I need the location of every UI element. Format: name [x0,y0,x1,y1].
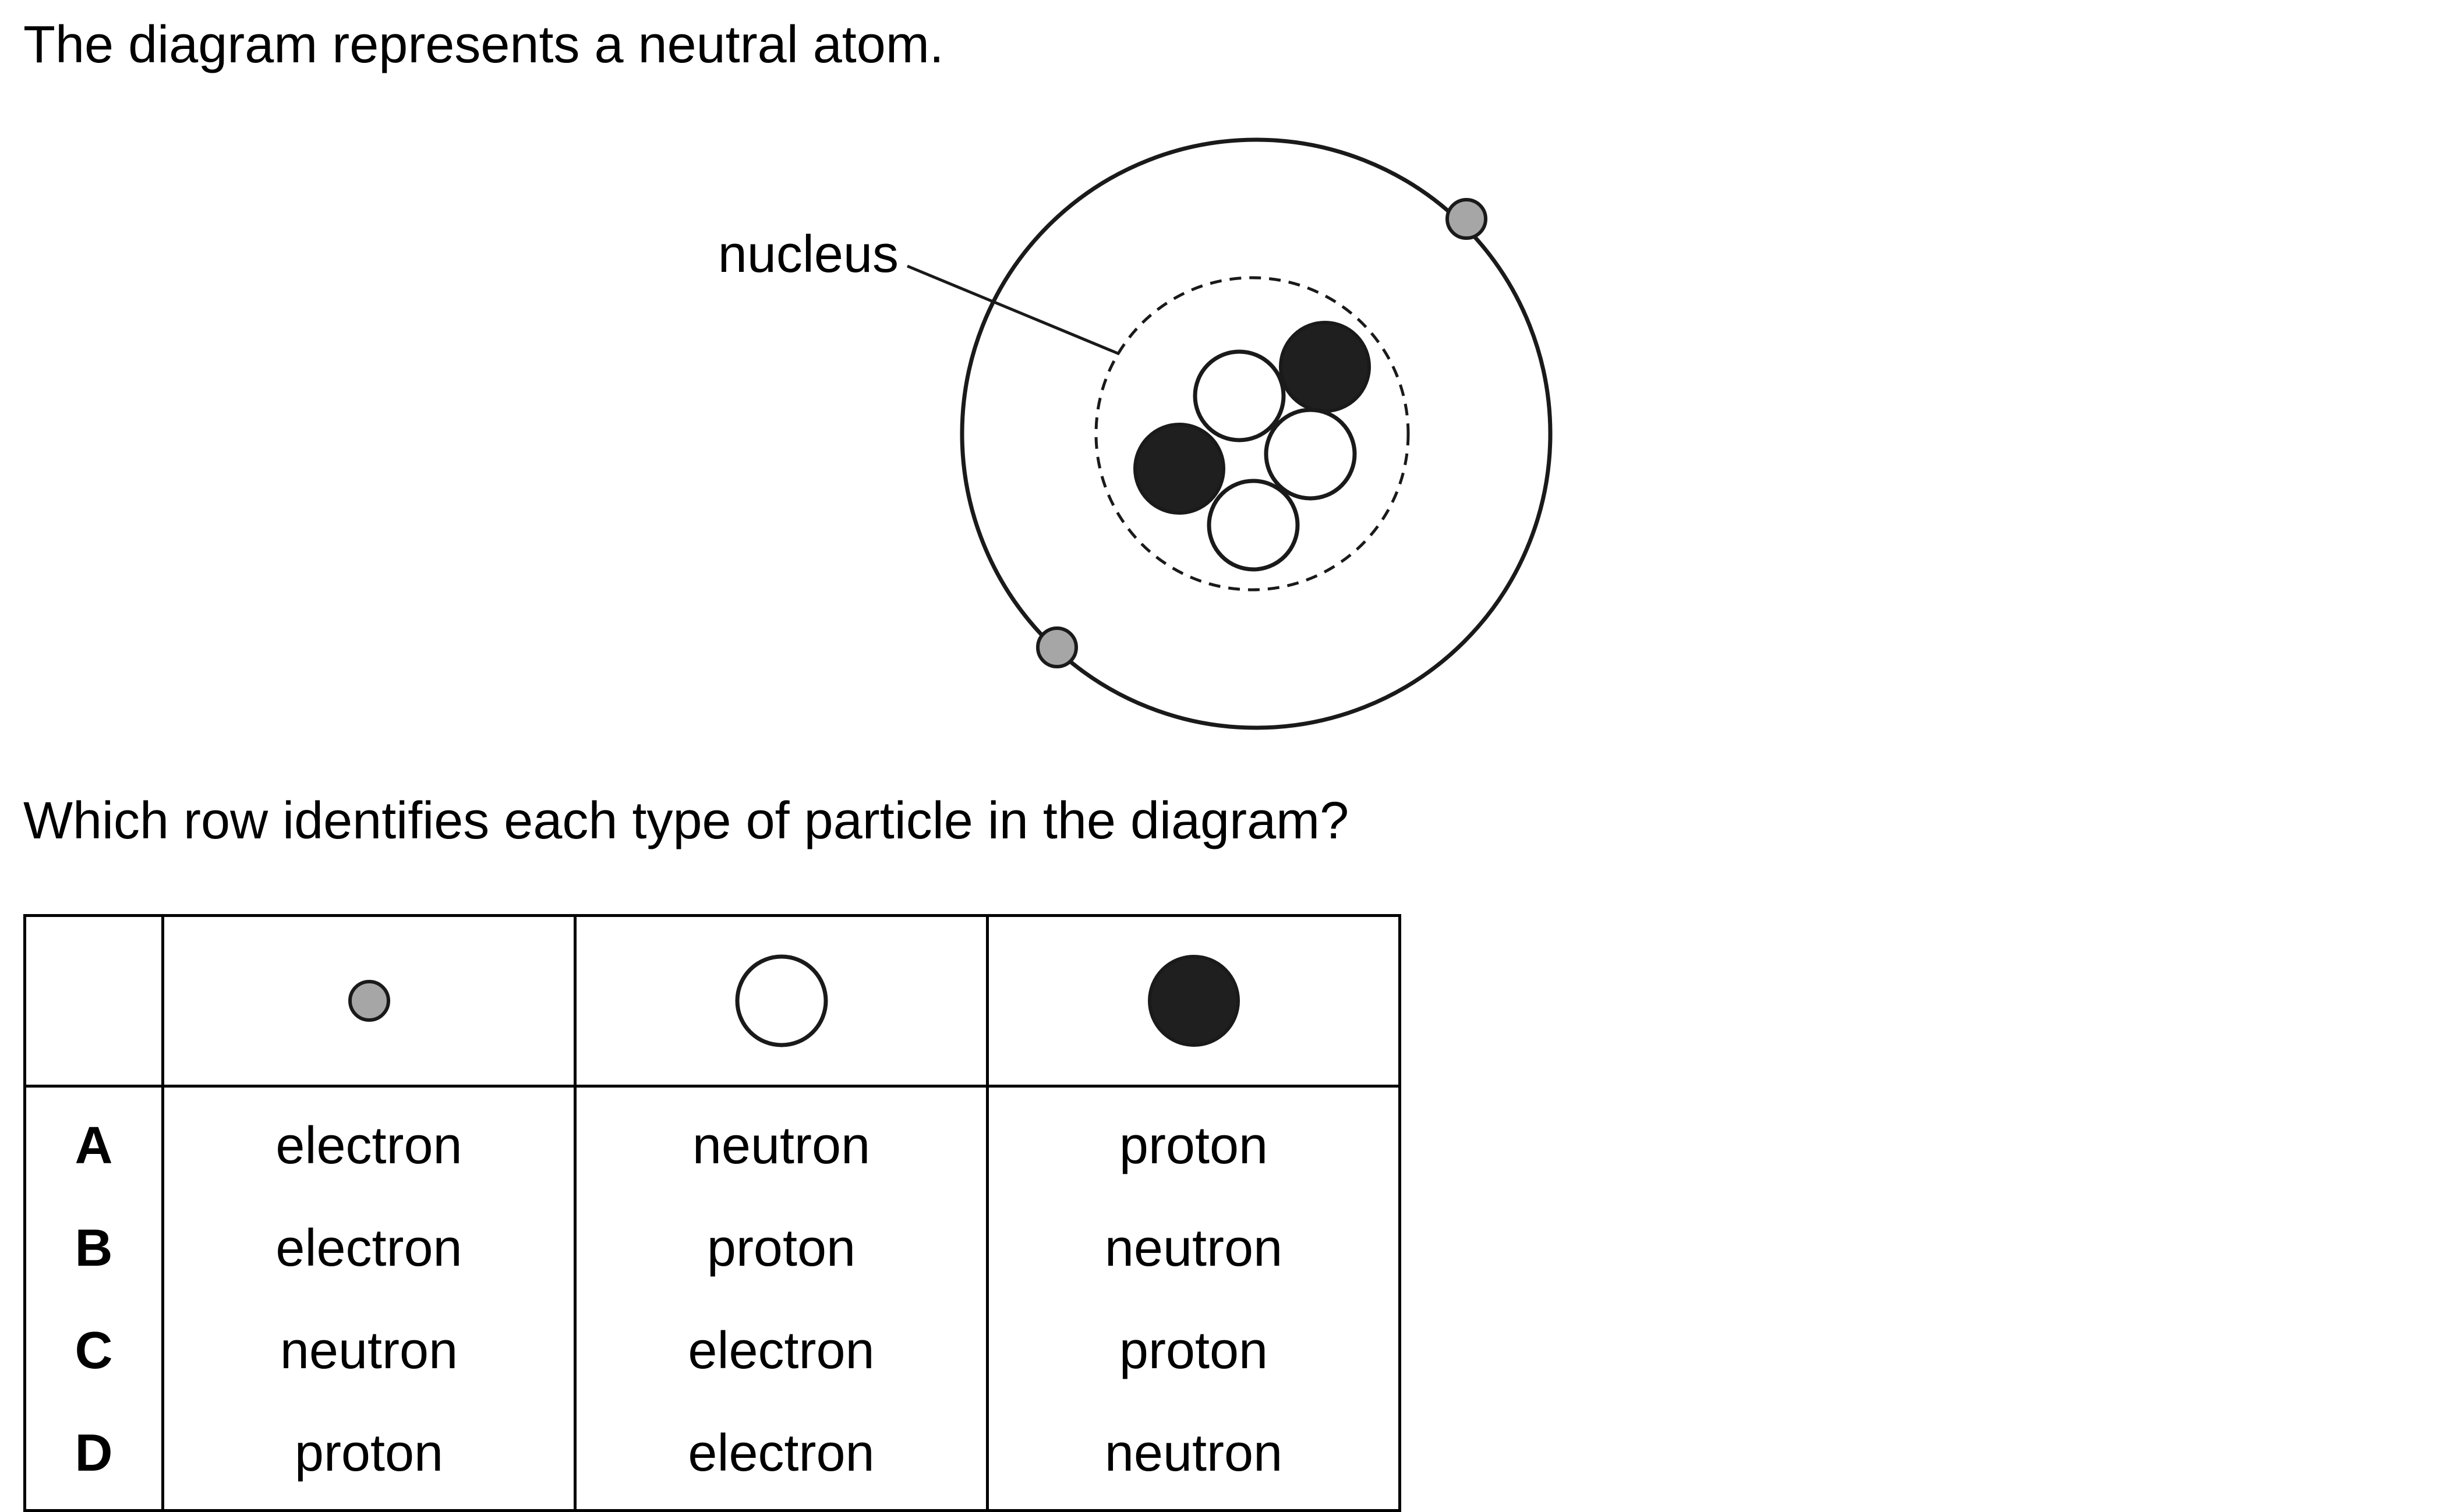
nucleus-label: nucleus [718,225,899,284]
large-black-circle-icon [1147,955,1240,1047]
nucleus-white-particle [1264,408,1357,501]
nucleus-white-particle [1193,349,1286,442]
electron [1445,198,1487,240]
header-cell-large-white-circle [574,915,988,1088]
large-white-circle-icon [735,954,828,1047]
header-corner-cell [24,915,163,1088]
table-cell: proton [986,1086,1400,1197]
nucleus-boundary [1094,276,1410,592]
table-cell: neutron [986,1402,1400,1511]
table-cell: electron [161,1086,575,1197]
nucleus-black-particle [1279,321,1371,413]
nucleus-white-particle [1207,479,1300,572]
answer-table: A electron neutron proton B electron pro… [23,914,1401,1512]
row-letter: A [75,1116,113,1175]
row-letter: B [75,1219,113,1277]
table-cell: electron [574,1299,988,1402]
table-cell: proton [574,1197,988,1299]
row-letter: C [75,1321,113,1380]
table-cell: neutron [574,1086,988,1197]
table-cell: neutron [161,1299,575,1402]
table-header-row [24,915,1400,1088]
question-text: Which row identifies each type of partic… [23,792,1349,850]
header-cell-small-grey-circle [161,915,575,1088]
table-cell: proton [161,1402,575,1511]
row-letter: D [75,1424,113,1482]
table-cell: electron [161,1197,575,1299]
electron [1036,626,1078,668]
intro-text: The diagram represents a neutral atom. [23,16,944,74]
table-cell: electron [574,1402,988,1511]
nucleus-black-particle [1133,423,1225,515]
small-grey-circle-icon [348,980,390,1022]
table-row-a: A electron neutron proton [25,1086,1400,1197]
table-row-b: B electron proton neutron [25,1197,1400,1299]
table-cell: neutron [986,1197,1400,1299]
table-row-c: C neutron electron proton [25,1299,1400,1402]
electron-shell [960,137,1553,730]
table-row-d: D proton electron neutron [25,1402,1400,1511]
header-cell-large-black-circle [986,915,1400,1088]
table-cell: proton [986,1299,1400,1402]
nucleus-leader-line [907,264,1120,356]
atom-diagram: nucleus [718,137,1553,730]
